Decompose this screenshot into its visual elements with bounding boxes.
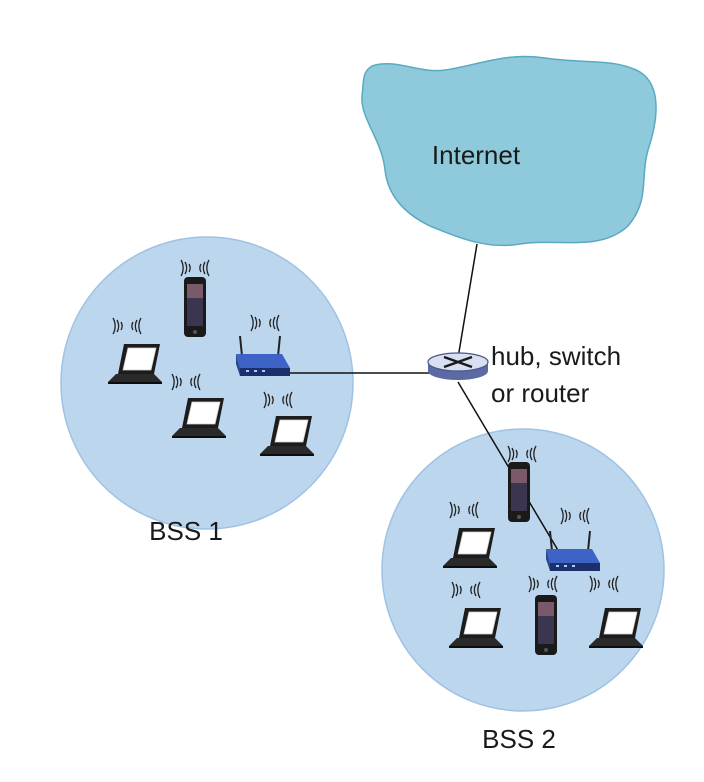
device-label-line2: or router bbox=[491, 378, 590, 408]
link-internet-hub bbox=[457, 243, 478, 359]
bss2-area bbox=[381, 428, 665, 712]
hub-switch-router-icon bbox=[427, 352, 489, 380]
internet-cloud bbox=[361, 55, 657, 247]
bss1-label: BSS 1 bbox=[149, 516, 223, 546]
internet-label: Internet bbox=[432, 140, 521, 170]
bss2-label: BSS 2 bbox=[482, 724, 556, 754]
bss1-area bbox=[60, 236, 354, 530]
device-label-line1: hub, switch bbox=[491, 341, 621, 371]
